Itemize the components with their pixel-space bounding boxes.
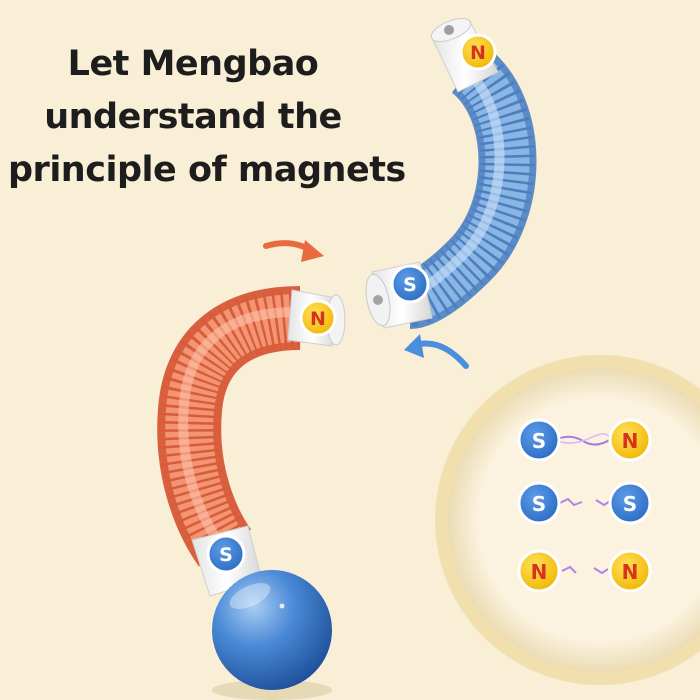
pair-row-attract: S N — [517, 418, 652, 462]
headline: Let Mengbao understand the principle of … — [8, 38, 406, 197]
pair-3-left-label: N — [531, 560, 548, 584]
blue-ball — [212, 570, 332, 700]
pair-1-right-label: N — [622, 429, 639, 453]
orange-top-pole-label: N — [310, 308, 326, 330]
orange-bottom-south-badge: S — [206, 534, 246, 574]
spark-icon — [559, 497, 611, 507]
pair-2-right-label: S — [623, 492, 637, 516]
pair-2-left-label: S — [532, 492, 546, 516]
headline-line-2: understand the — [44, 97, 342, 137]
orange-top-north-badge: N — [299, 299, 337, 337]
spark-icon — [561, 565, 609, 575]
curved-arrow-icon — [404, 334, 469, 369]
blue-bottom-pole-label: S — [403, 274, 417, 296]
blue-top-north-badge: N — [459, 33, 497, 71]
headline-line-3: principle of magnets — [8, 150, 406, 190]
magnet-badge-icon: N — [608, 549, 652, 593]
curved-arrow-icon — [263, 240, 324, 262]
magnet-badge-icon: N — [608, 418, 652, 462]
pair-1-left-label: S — [532, 429, 546, 453]
magnet-badge-icon: S — [517, 418, 561, 462]
pair-3-right-label: N — [622, 560, 639, 584]
magnet-badge-icon: N — [517, 549, 561, 593]
blue-bottom-south-badge: S — [390, 264, 430, 304]
orange-bottom-pole-label: S — [219, 544, 233, 566]
pair-row-repel-north: N N — [517, 549, 652, 593]
pair-row-repel-south: S S — [517, 481, 652, 525]
magnet-badge-icon: S — [608, 481, 652, 525]
orange-tube — [157, 286, 301, 567]
headline-line-1: Let Mengbao — [67, 44, 319, 84]
magnet-badge-icon: S — [517, 481, 561, 525]
blue-top-pole-label: N — [470, 42, 486, 64]
